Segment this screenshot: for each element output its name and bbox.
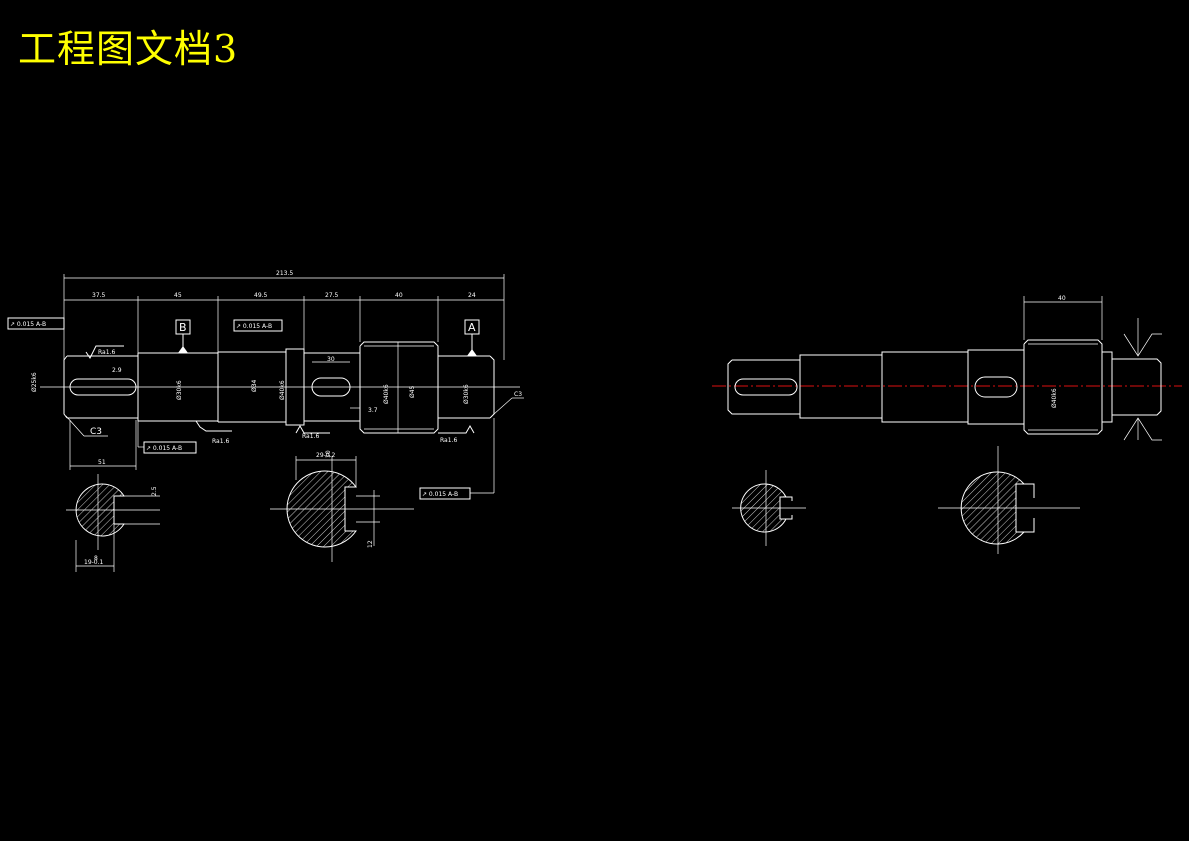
datum-a: A — [464, 319, 480, 356]
svg-text:10: 10 — [325, 450, 332, 458]
dimension-lines-right — [1023, 296, 1162, 441]
svg-text:C3: C3 — [514, 391, 522, 398]
svg-text:B: B — [179, 321, 187, 334]
document-title: 工程图文档3 — [18, 27, 239, 71]
tolerance-frame-2: ↗ 0.015 A-B — [233, 319, 283, 332]
svg-text:↗ 0.015 A-B: ↗ 0.015 A-B — [236, 323, 272, 330]
diameter-b: Ø30k6 — [176, 380, 183, 400]
dim-seg4: 27.5 — [325, 292, 339, 299]
svg-text:↗ 0.015 A-B: ↗ 0.015 A-B — [10, 321, 46, 328]
svg-text:29-0.2: 29-0.2 — [316, 452, 336, 459]
dim-seg5: 40 — [395, 292, 403, 299]
shaft-outline — [63, 341, 495, 434]
shaft-right-view: 40 Ø40k6 — [712, 295, 1182, 441]
diameter-a: Ø30k6 — [463, 384, 470, 404]
tolerance-frame-1: ↗ 0.015 A-B — [7, 317, 65, 330]
roughness-symbol-4: Ra1.6 — [438, 424, 475, 444]
dim-key-len: 30 — [327, 356, 335, 363]
dim-overall: 213.5 — [276, 270, 293, 277]
chamfer-right: C3 — [493, 391, 524, 415]
section-small-key: 19-0.1 2.5 8 — [66, 474, 160, 572]
dim-seg1: 37.5 — [92, 292, 106, 299]
shaft-main-view: 213.5 37.5 45 49.5 27.5 40 24 30 51 3.7 … — [7, 270, 524, 500]
diameter-d34: Ø34 — [251, 379, 258, 392]
datum-b: B — [175, 319, 191, 353]
svg-text:Ra1.6: Ra1.6 — [302, 433, 319, 440]
dim-seg3: 49.5 — [254, 292, 268, 299]
section-right-small — [732, 470, 806, 546]
section-large-key: 29-0.2 12 10 — [270, 450, 414, 562]
dim-3-7: 3.7 — [368, 407, 378, 414]
dimension-lines — [63, 274, 505, 470]
svg-text:A: A — [468, 321, 476, 334]
dim-2-9: 2.9 — [112, 367, 122, 374]
dim-seg6: 24 — [468, 292, 476, 299]
roughness-symbol-1: Ra1.6 — [85, 345, 124, 359]
section-right-large — [938, 446, 1080, 554]
svg-text:2.5: 2.5 — [151, 486, 158, 496]
diameter-bearing: Ø40k6 — [383, 384, 390, 404]
tolerance-frame-3: ↗ 0.015 A-B — [137, 421, 197, 454]
dim-seg2: 45 — [174, 292, 182, 299]
svg-text:↗ 0.015 A-B: ↗ 0.015 A-B — [422, 491, 458, 498]
svg-text:C3: C3 — [90, 427, 102, 437]
dim-right-view: 40 — [1058, 295, 1066, 302]
shaft-right-outline — [727, 339, 1162, 435]
svg-text:19-0.1: 19-0.1 — [84, 559, 104, 566]
dim-key-len-left: 51 — [98, 459, 106, 466]
svg-text:Ra1.6: Ra1.6 — [98, 349, 115, 356]
roughness-symbol-2: Ra1.6 — [195, 420, 232, 445]
svg-text:12: 12 — [367, 540, 374, 548]
keyway-left — [69, 378, 137, 396]
svg-text:Ra1.6: Ra1.6 — [212, 438, 229, 445]
diameter-mid: Ø40k6 — [279, 380, 286, 400]
roughness-symbol-3: Ra1.6 — [295, 424, 330, 440]
diameter-left: Ø25k6 — [31, 372, 38, 392]
tolerance-frame-4: ↗ 0.015 A-B — [419, 418, 495, 500]
chamfer-left: C3 — [65, 415, 108, 437]
diameter-right: Ø40k6 — [1051, 388, 1058, 408]
svg-text:Ra1.6: Ra1.6 — [440, 437, 457, 444]
keyway-middle — [311, 377, 351, 397]
svg-text:↗ 0.015 A-B: ↗ 0.015 A-B — [146, 445, 182, 452]
diameter-d45: Ø45 — [409, 385, 416, 398]
svg-text:8: 8 — [94, 555, 98, 562]
